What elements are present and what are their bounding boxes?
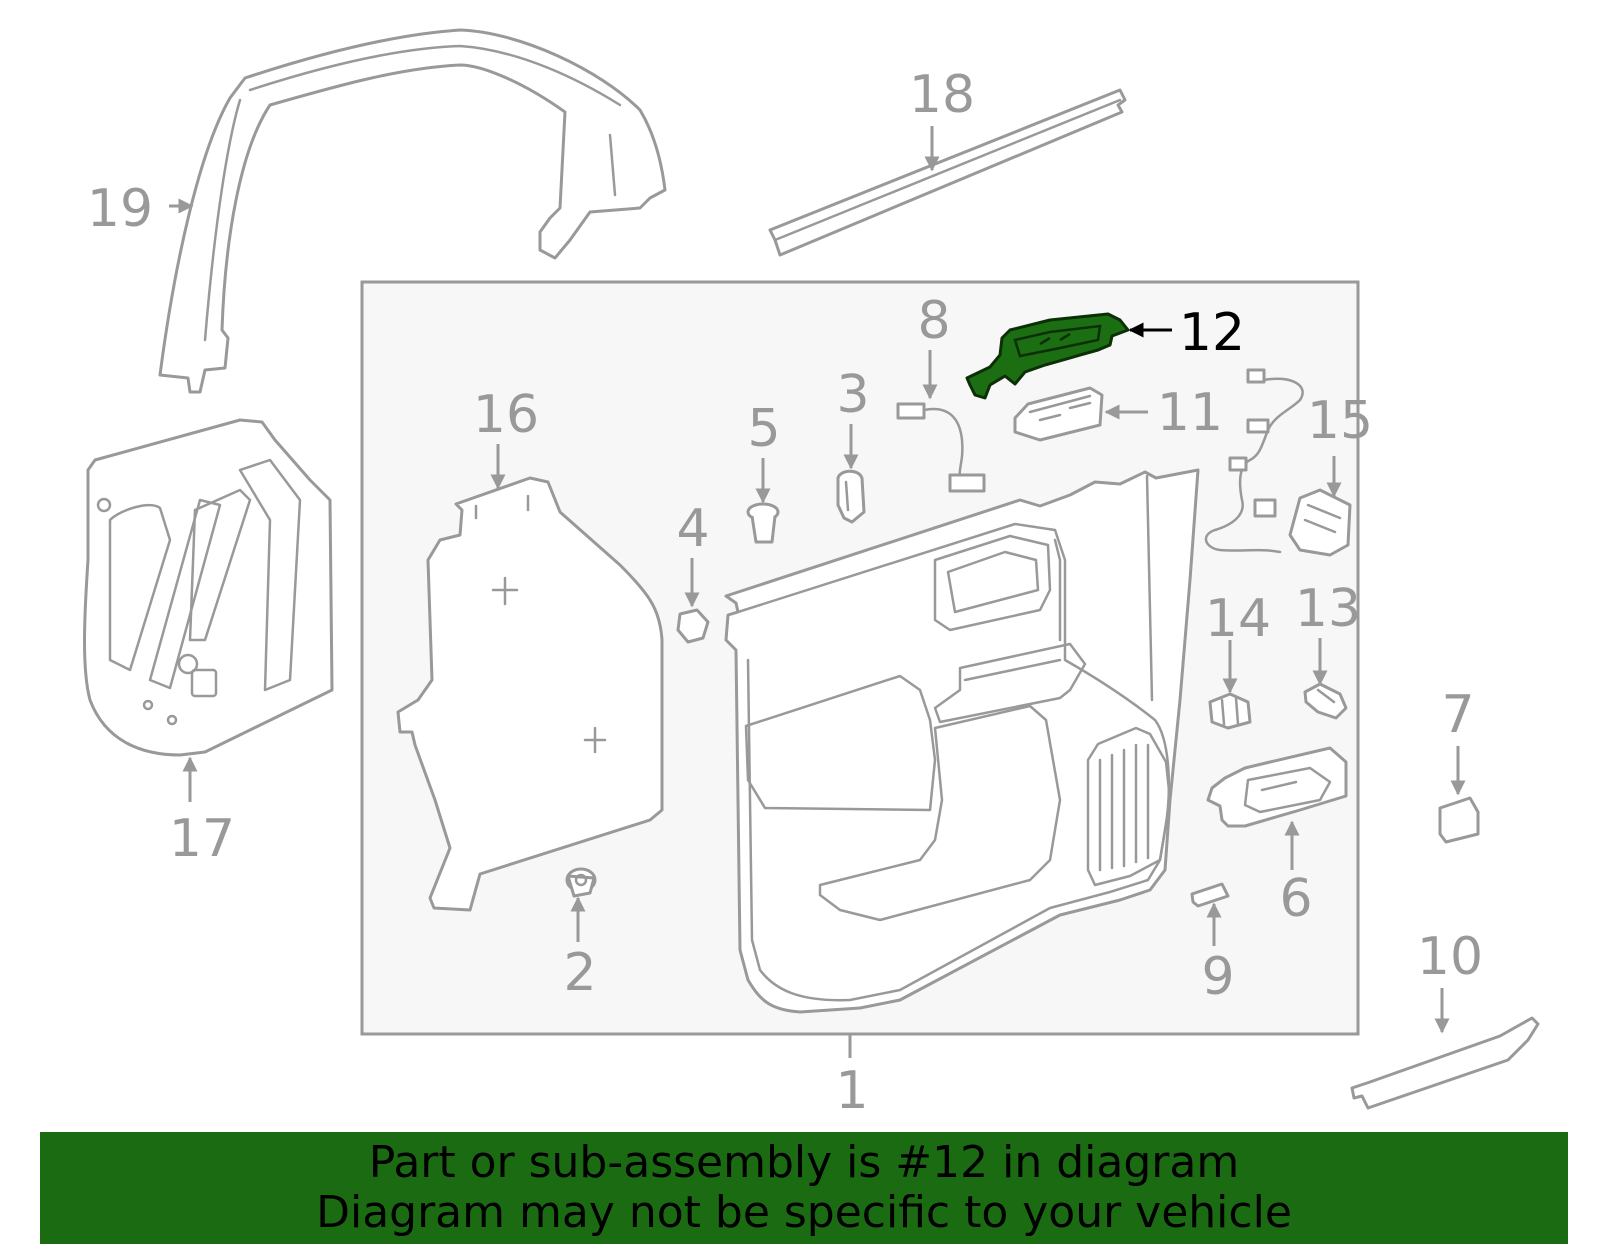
- part-11-switch: [1013, 386, 1104, 442]
- callout-19: 19: [87, 179, 153, 239]
- part-6-inside-handle: [1206, 746, 1348, 828]
- leader-lines: [169, 126, 1466, 1034]
- callout-8: 8: [917, 291, 950, 351]
- callout-18: 18: [909, 65, 975, 125]
- callout-3: 3: [836, 365, 869, 425]
- callout-17: 17: [169, 809, 235, 869]
- part-19-frame-molding: [158, 28, 667, 394]
- callout-10: 10: [1417, 927, 1483, 987]
- callout-16: 16: [473, 385, 539, 445]
- part-9-cap: [1190, 882, 1230, 908]
- part-17-door-module: [83, 418, 334, 757]
- part-1-door-trim-panel: [724, 468, 1200, 1014]
- part-3-clip: [836, 469, 866, 524]
- part-14-clip: [1208, 692, 1252, 730]
- callout-7: 7: [1441, 685, 1474, 745]
- callout-11: 11: [1157, 383, 1223, 443]
- part-8-harness: [896, 402, 986, 493]
- part-10-trim: [1350, 1016, 1540, 1110]
- callout-5: 5: [747, 399, 780, 459]
- part-7-plug: [1438, 796, 1480, 844]
- callout-13: 13: [1295, 579, 1361, 639]
- part-15-wiring: [1204, 368, 1352, 557]
- callout-1: 1: [835, 1061, 868, 1121]
- info-banner: Part or sub-assembly is #12 in diagram D…: [40, 1132, 1568, 1244]
- part-2-push-pin: [565, 867, 597, 898]
- callout-2: 2: [563, 943, 596, 1003]
- part-18-belt-molding: [768, 88, 1127, 257]
- part-4-nut: [676, 608, 710, 644]
- callout-9: 9: [1201, 947, 1234, 1007]
- callout-6: 6: [1279, 869, 1312, 929]
- callout-labels: 1 2 3 4 5 6 7 8 9 10 11 12 13 14 15 16 1…: [87, 65, 1483, 1121]
- banner-line-1: Part or sub-assembly is #12 in diagram: [368, 1137, 1240, 1188]
- part-13-clip: [1303, 682, 1348, 720]
- callout-15: 15: [1307, 391, 1373, 451]
- banner-line-2: Diagram may not be specific to your vehi…: [316, 1187, 1292, 1238]
- part-12-switch-bezel-highlighted: [965, 312, 1130, 400]
- part-16-water-deflector: [396, 476, 664, 912]
- callout-14: 14: [1205, 589, 1271, 649]
- callout-12: 12: [1179, 303, 1245, 363]
- part-5-grommet: [746, 502, 780, 544]
- callout-4: 4: [676, 499, 709, 559]
